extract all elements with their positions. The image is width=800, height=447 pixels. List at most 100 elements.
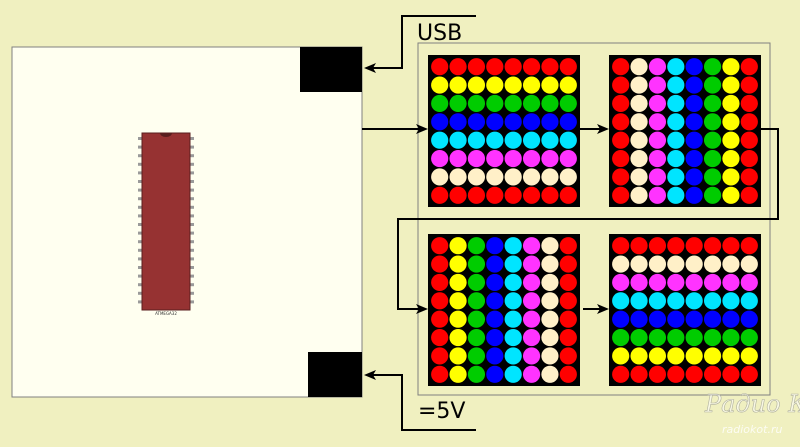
led-dot [740,94,758,113]
usb-connector [300,47,362,92]
chip-pin [189,214,194,218]
led-dot [541,310,559,328]
led-dot [486,149,504,168]
led-dot [740,58,758,76]
led-dot [522,113,541,131]
led-dot [541,237,559,255]
led-dot [541,131,559,149]
led-dot [612,94,630,113]
led-dot [685,168,703,186]
led-dot [449,168,467,186]
led-dot [541,328,559,347]
led-dot [612,328,630,347]
led-dot [612,365,630,383]
led-dot [630,273,648,292]
led-dot [685,94,703,113]
led-dot [431,113,449,131]
led-dot [630,365,648,383]
led-dot [722,310,740,328]
led-dot [522,347,541,365]
chip-pin [138,231,143,235]
watermark-site: radiokot.ru [722,423,782,436]
chip-pin [189,300,194,304]
led-dot [722,113,740,131]
led-dot [504,310,522,328]
led-dot [541,76,559,94]
led-dot [522,186,541,204]
led-dot [467,347,486,365]
led-dot [449,292,467,310]
led-dot [685,347,703,365]
led-dot [630,255,648,273]
led-dot [431,131,449,149]
chip-pin [138,188,143,192]
led-dot [703,58,722,76]
led-dot [504,328,522,347]
led-dot [467,94,486,113]
led-dot [559,328,577,347]
led-dot [703,94,722,113]
led-dot [685,310,703,328]
led-dot [559,113,577,131]
microcontroller-chip: ATMEGA32 [138,132,194,316]
led-dot [431,149,449,168]
led-dot [486,347,504,365]
led-dot [740,365,758,383]
data-chain-arrow-heads [416,124,609,314]
led-dot [740,237,758,255]
chip-pin [138,274,143,278]
led-dot [522,131,541,149]
led-dot [431,273,449,292]
led-dot [431,186,449,204]
led-dot [559,347,577,365]
led-dot [630,310,648,328]
led-dot [431,76,449,94]
chip-pin [189,283,194,287]
power-connector [308,352,362,397]
chip-pin [189,205,194,209]
led-dot [630,76,648,94]
chip-pin [189,257,194,261]
led-dot [486,292,504,310]
led-dot [740,255,758,273]
led-dot [504,237,522,255]
led-dot [486,58,504,76]
chip-pin [138,223,143,226]
led-dot [630,149,648,168]
led-dot [522,273,541,292]
chip-pin [189,231,194,235]
led-dot [559,186,577,204]
led-dot [667,328,685,347]
chip-pin [138,283,143,287]
led-dot [685,292,703,310]
led-dot [449,255,467,273]
led-dot [740,310,758,328]
led-dot [504,94,522,113]
led-dot [522,328,541,347]
led-dot [703,113,722,131]
led-dot [685,149,703,168]
led-dot [522,255,541,273]
led-dot [722,186,740,204]
led-dot [541,292,559,310]
watermark-logo: Радио КОТ [704,390,800,418]
led-dot [667,58,685,76]
led-dot [722,131,740,149]
usb-label: USB [417,21,462,46]
led-dot [486,186,504,204]
chip-pin [189,171,194,175]
led-dot [541,58,559,76]
led-matrix-3 [428,234,580,386]
chip-pin [189,188,194,192]
led-dot [467,255,486,273]
led-dot [431,365,449,383]
led-dot [740,76,758,94]
led-dot [522,310,541,328]
led-dot [703,328,722,347]
led-dot [467,328,486,347]
led-dot [667,94,685,113]
led-dot [612,76,630,94]
led-dot [612,292,630,310]
chip-pin [138,240,143,244]
led-dot [685,131,703,149]
